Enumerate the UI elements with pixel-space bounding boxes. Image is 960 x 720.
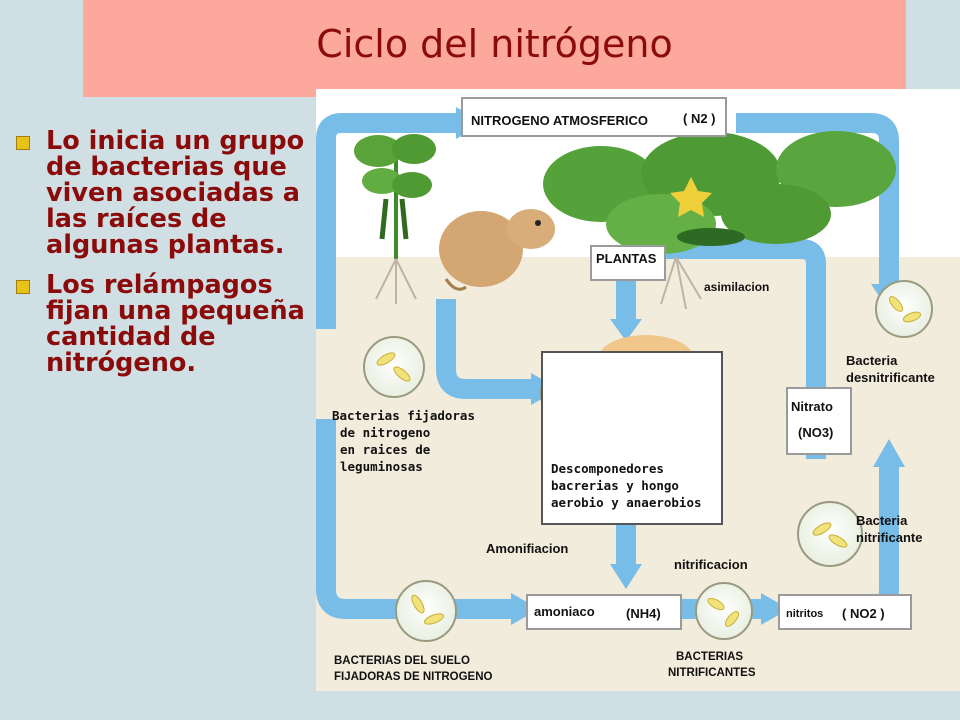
plants-box: PLANTAS bbox=[590, 245, 666, 281]
fixing-bacteria-line: Bacterias fijadoras bbox=[332, 408, 475, 423]
soil-bacteria-text: BACTERIAS DEL SUELO FIJADORAS DE NITROGE… bbox=[328, 651, 508, 687]
nitrification-label: nitrificacion bbox=[674, 557, 748, 572]
nitrate-label: Nitrato bbox=[791, 399, 833, 414]
nitrifying-bacteria-line: NITRIFICANTES bbox=[668, 667, 756, 679]
denitrifying-bacteria-label-1: Bacteria bbox=[846, 353, 898, 368]
atmospheric-nitrogen-box: NITROGENO ATMOSFERICO ( N2 ) bbox=[461, 97, 727, 137]
fixing-bacteria-line: de nitrogeno bbox=[340, 425, 431, 440]
nitrifying-bacteria-text: BACTERIAS NITRIFICANTES bbox=[668, 647, 788, 683]
nitrifying-bacteria-line: BACTERIAS bbox=[676, 651, 744, 663]
ammonia-label: amoniaco bbox=[534, 604, 595, 619]
decomposers-line: bacrerias y hongo bbox=[551, 478, 679, 493]
gopher-animal bbox=[439, 209, 555, 291]
bacteria-cells bbox=[363, 280, 933, 642]
assimilation-label: asimilacion bbox=[704, 280, 770, 294]
bullet-item: Los relámpagos fijan una pequeña cantida… bbox=[14, 272, 314, 376]
bullet-square-icon bbox=[16, 280, 30, 294]
bullet-list: Lo inicia un grupo de bacterias que vive… bbox=[14, 128, 314, 390]
nitrites-box: nitritos ( NO2 ) bbox=[778, 594, 912, 630]
squash-plant bbox=[543, 131, 896, 310]
fixing-bacteria-line: en raices de bbox=[340, 442, 431, 457]
denitrifying-bacteria-label-2: desnitrificante bbox=[846, 370, 935, 385]
decomposers-box: Descomponedores bacrerias y hongo aerobi… bbox=[541, 351, 723, 525]
soil-bacteria-line: BACTERIAS DEL SUELO bbox=[334, 655, 470, 667]
nitrate-box: Nitrato (NO3) bbox=[786, 387, 852, 455]
bullet-square-icon bbox=[16, 136, 30, 150]
nitrogen-cycle-diagram: NITROGENO ATMOSFERICO ( N2 ) PLANTAS asi… bbox=[316, 89, 960, 691]
legume-plant bbox=[354, 134, 436, 304]
bullet-text: Los relámpagos fijan una pequeña cantida… bbox=[46, 270, 305, 378]
bullet-text: Lo inicia un grupo de bacterias que vive… bbox=[46, 126, 305, 260]
no3-label: (NO3) bbox=[798, 425, 834, 440]
ammonia-box: amoniaco (NH4) bbox=[526, 594, 682, 630]
nitrites-label: nitritos bbox=[786, 608, 824, 620]
fixing-bacteria-line: leguminosas bbox=[340, 459, 423, 474]
nitrifying-bacteria-label-1: Bacteria bbox=[856, 513, 908, 528]
nitrifying-bacteria-label-2: nitrificante bbox=[856, 530, 923, 545]
n2-label: ( N2 ) bbox=[683, 111, 716, 126]
decomposers-line: Descomponedores bbox=[551, 461, 664, 476]
nh4-label: (NH4) bbox=[626, 606, 661, 621]
soil-bacteria-line: FIJADORAS DE NITROGENO bbox=[334, 671, 493, 683]
fixing-bacteria-text: Bacterias fijadoras de nitrogeno en raic… bbox=[326, 404, 475, 484]
title-bar: Ciclo del nitrógeno bbox=[83, 0, 906, 97]
atmospheric-nitrogen-label: NITROGENO ATMOSFERICO bbox=[471, 113, 648, 128]
bullet-item: Lo inicia un grupo de bacterias que vive… bbox=[14, 128, 314, 258]
slide-title: Ciclo del nitrógeno bbox=[316, 22, 673, 66]
no2-label: ( NO2 ) bbox=[842, 606, 885, 621]
ammonification-label: Amonifiacion bbox=[486, 541, 569, 556]
plants-label: PLANTAS bbox=[596, 251, 657, 266]
decomposers-line: aerobio y anaerobios bbox=[551, 495, 702, 510]
